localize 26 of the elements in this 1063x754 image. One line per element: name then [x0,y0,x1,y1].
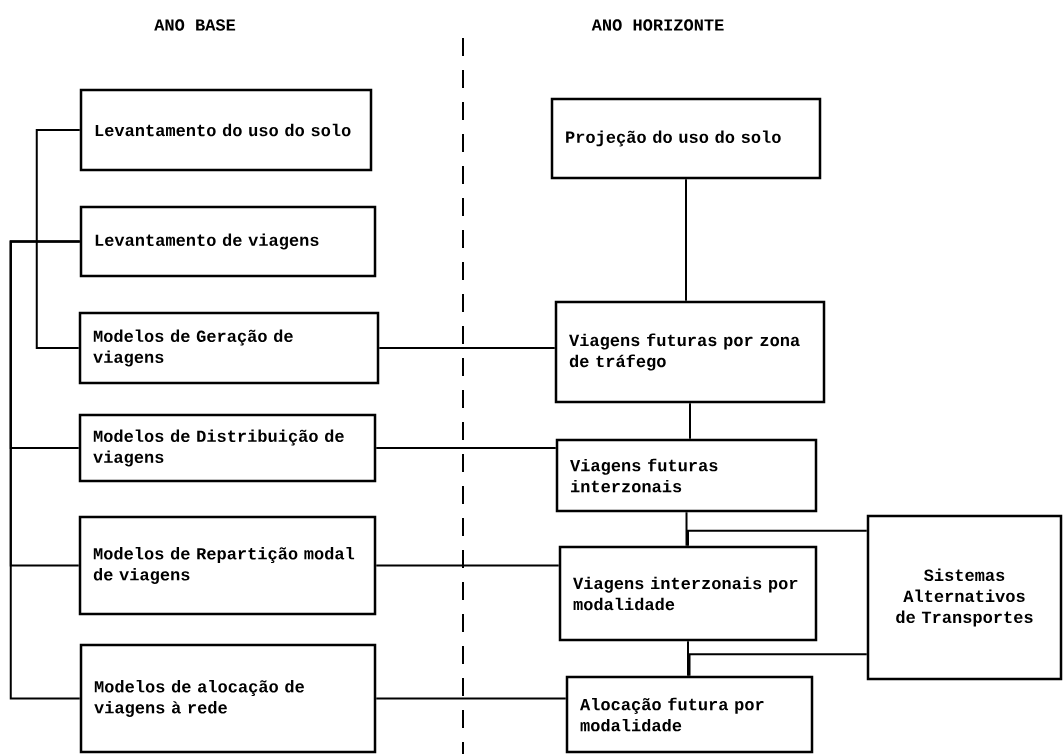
process-box: Modelos de alocação de viagens à rede [79,643,377,754]
process-box: Levantamento de viagens [79,205,377,278]
connector-line [689,402,691,440]
column-heading: ANO BASE [154,19,236,31]
process-box: Modelos de Distribuição de viagens [78,413,377,483]
connector-line [688,653,868,677]
connector-line [687,640,689,677]
connector-line [375,564,560,567]
process-box: Modelos de Geração de viagens [78,311,380,385]
connector-line [378,347,556,349]
process-box: Modelos de Repartição modal de viagens [78,515,377,616]
connector-line [685,511,688,547]
connector-line [35,129,81,349]
connector-line [685,178,687,302]
process-box: Projeção do uso do solo [550,97,822,180]
connector-line [375,447,557,449]
connector-line [9,240,81,700]
process-box: Viagens futuras por zona de tráfego [554,300,826,404]
process-box: Alocação futura por modalidade [565,675,814,754]
process-box: Levantamento do uso do solo [79,88,373,172]
connector-line [687,529,868,547]
connector-line [375,697,567,700]
process-box: Viagens futuras interzonais [555,438,818,513]
process-box: Viagens interzonais por modalidade [558,545,818,642]
column-heading: ANO HORIZONTE [591,19,724,31]
process-box: Sistemas Alternativos de Transportes [866,514,1063,681]
